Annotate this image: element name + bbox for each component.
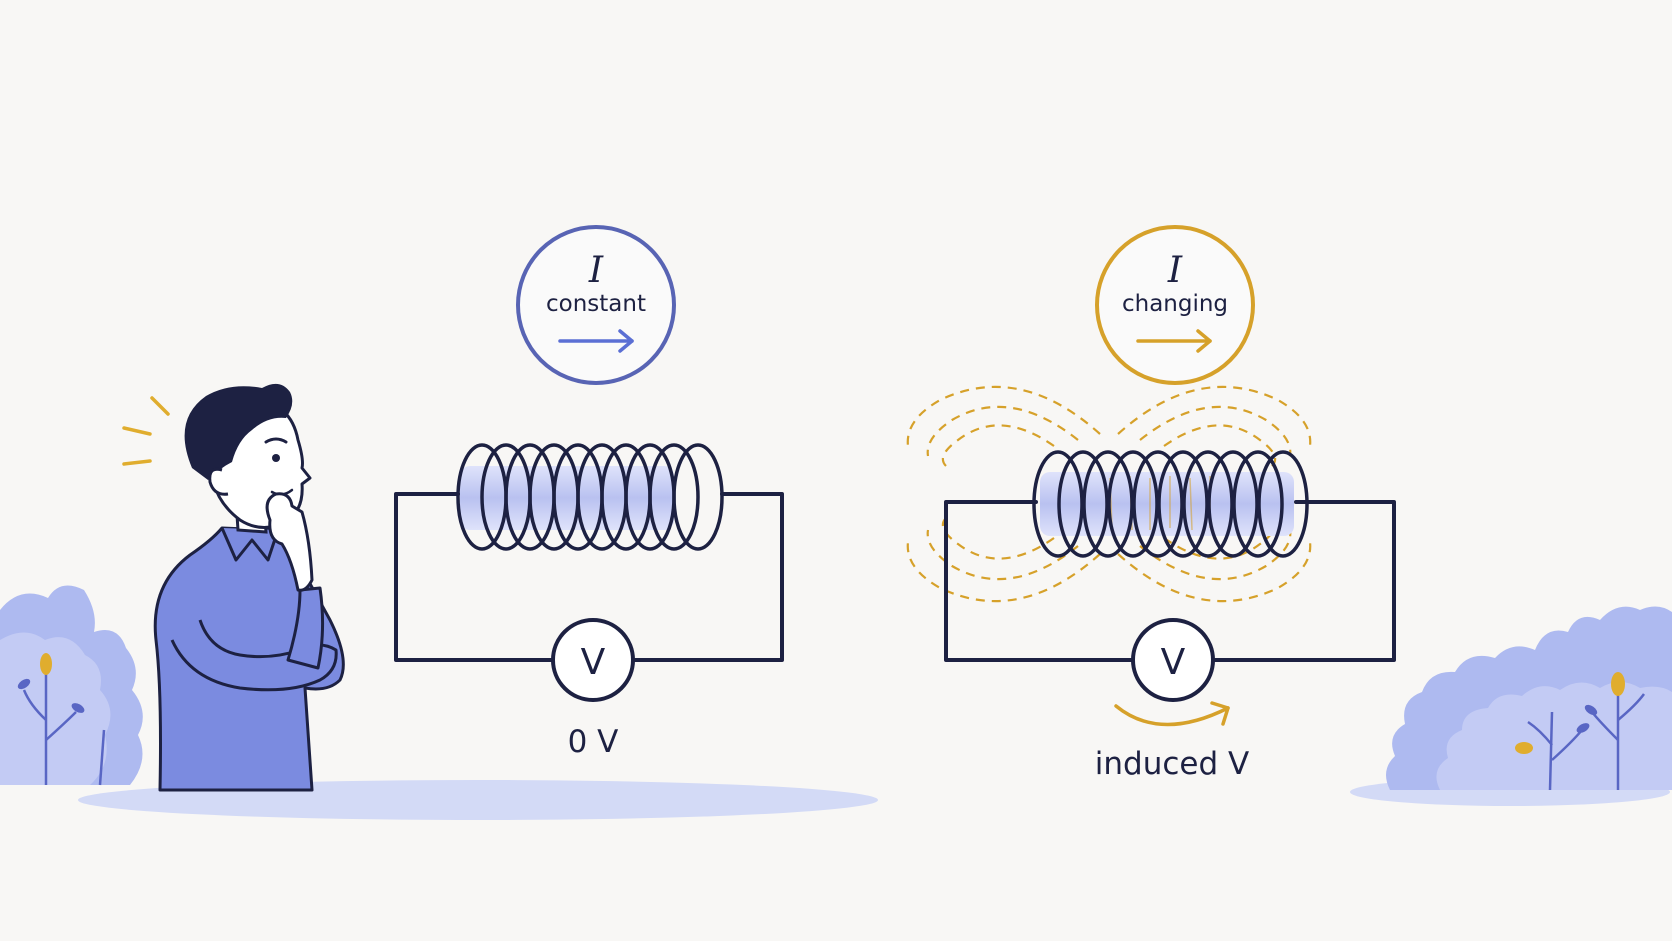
left-circuit-wire (394, 492, 784, 662)
coil-loop (1257, 450, 1309, 558)
left-bud (40, 653, 52, 675)
right-voltmeter (1131, 618, 1215, 702)
coil-loop (1207, 450, 1259, 558)
coil-loop (672, 443, 724, 551)
coil-loop (1032, 450, 1084, 558)
person-arm (170, 619, 338, 692)
right-circuit-wire (944, 500, 1396, 662)
thinking-person (122, 383, 345, 792)
left-badge-symbol: I (588, 250, 604, 291)
left-voltmeter (551, 618, 635, 702)
right-current-badge: I changing (1095, 225, 1255, 385)
right-bud-2 (1611, 672, 1625, 696)
coil-loop (1132, 450, 1184, 558)
coil-loop (1107, 450, 1159, 558)
person-forearm (286, 586, 325, 670)
coil-loop (1082, 450, 1134, 558)
right-bud-1 (1515, 742, 1533, 754)
left-circuit: V 0 V (394, 443, 784, 760)
arrow-right-icon (1136, 329, 1212, 353)
right-voltmeter-symbol: V (1161, 642, 1186, 683)
idea-marks (122, 396, 170, 466)
left-reading: 0 V (568, 724, 619, 760)
left-coil-core (460, 466, 674, 530)
right-reading: induced V (1095, 746, 1249, 782)
left-badge-label: constant (546, 291, 646, 317)
right-badge-label: changing (1122, 291, 1228, 317)
left-voltmeter-symbol: V (581, 642, 606, 683)
person-hair (184, 383, 293, 480)
left-plant-stems (22, 672, 106, 786)
right-circuit: V induced V (906, 385, 1396, 782)
coil-loop (648, 443, 700, 551)
left-bush (0, 585, 143, 786)
person-eye (272, 454, 280, 462)
right-solenoid-coil (1032, 450, 1309, 558)
person-collar (220, 527, 280, 562)
left-current-badge: I constant (516, 225, 676, 385)
induced-voltage-arrow-icon (1114, 701, 1230, 727)
coil-loop (1157, 450, 1209, 558)
left-solenoid-coil (456, 443, 724, 551)
coil-loop (1057, 450, 1109, 558)
coil-loop (1182, 450, 1234, 558)
right-bush (1386, 606, 1672, 791)
magnetic-field-lines (906, 385, 1312, 603)
person-hand (265, 492, 314, 592)
right-badge-symbol: I (1167, 250, 1183, 291)
arrow-right-icon (558, 329, 634, 353)
coil-loop (1232, 450, 1284, 558)
